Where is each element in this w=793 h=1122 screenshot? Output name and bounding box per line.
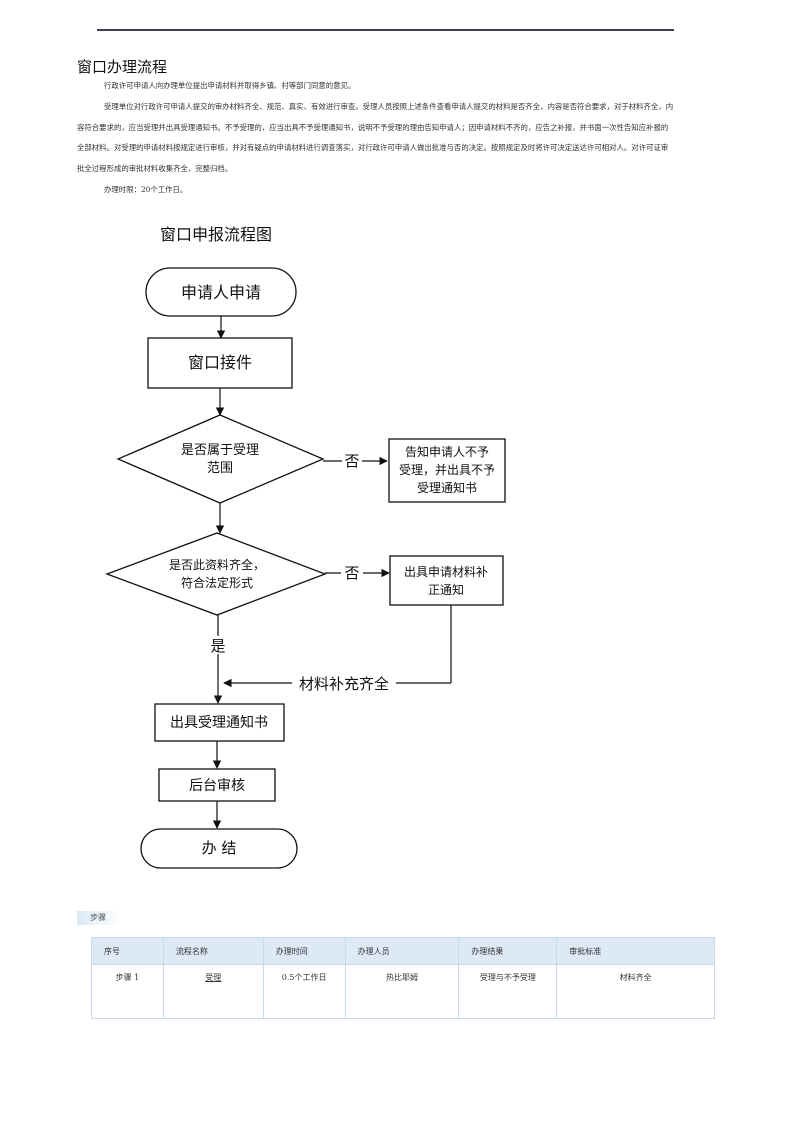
top-rule: [97, 29, 674, 31]
receive-box: [147, 337, 293, 389]
table-row: 步骤 1 受理 0.5个工作日 热比耶姆 受理与不予受理 材料齐全: [91, 964, 715, 1019]
supplement-done-label: 材料补充齐全: [299, 675, 389, 693]
header-staff: 办理人员: [344, 937, 460, 965]
steps-table: 序号 流程名称 办理时间 办理人员 办理结果 审批标准 步骤 1 受理 0.5个…: [91, 937, 715, 1019]
reject-notice-box: [388, 438, 506, 503]
supplement-label-line1: 出具申请材料补: [404, 565, 488, 579]
supplement-label-line2: 正通知: [428, 583, 464, 597]
end-terminator: [140, 828, 298, 869]
no2-label-bg: [341, 563, 363, 581]
cell-standard: 材料齐全: [556, 964, 715, 1019]
decision1-label-line1: 是否属于受理: [181, 443, 259, 458]
yes-label-bg: [208, 636, 228, 654]
header-time: 办理时间: [262, 937, 346, 965]
flowchart: 窗口申报流程图 申请人申请 窗口接件 是否属于受理 范围 否 告知申请人不予 受…: [105, 225, 506, 869]
header-process-name: 流程名称: [162, 937, 264, 965]
header-standard: 审批标准: [556, 937, 715, 965]
cell-time: 0.5个工作日: [262, 964, 346, 1019]
section-title: 窗口办理流程: [77, 58, 168, 76]
receive-label: 窗口接件: [188, 353, 252, 372]
paragraph-application: 行政许可申请人向办理单位提出申请材料并取得乡镇、村等部门同意的意见。: [104, 81, 356, 90]
decision2-label-line2: 符合法定形式: [181, 575, 253, 590]
supplement-done-label-bg: [292, 673, 396, 693]
table-header-row: 序号 流程名称 办理时间 办理人员 办理结果 审批标准: [91, 937, 715, 965]
steps-label: 步骤: [77, 911, 122, 925]
yes-label: 是: [210, 637, 225, 655]
decision2-label-line1: 是否此资料齐全，: [169, 557, 265, 572]
paragraph-time-limit: 办理时限：20个工作日。: [104, 185, 188, 194]
paragraph-review: 受理单位对行政许可申请人提交的审办材料齐全、规范、真实、有效进行审查。受理人员按…: [77, 102, 674, 173]
backend-review-box: [158, 768, 276, 802]
process-name-link[interactable]: 受理: [205, 973, 222, 982]
reject-label-line1: 告知申请人不予: [405, 445, 489, 459]
no1-label-bg: [342, 451, 362, 469]
no1-label: 否: [344, 452, 359, 470]
start-label: 申请人申请: [181, 283, 261, 302]
header-index: 序号: [91, 937, 164, 965]
decision2-diamond: [105, 532, 327, 616]
reject-label-line3: 受理通知书: [417, 481, 477, 495]
reject-label-line2: 受理，并出具不予: [399, 463, 495, 477]
no2-label: 否: [344, 564, 359, 582]
supplement-notice-box: [389, 555, 504, 606]
decision1-label-line2: 范围: [207, 461, 233, 476]
end-label: 办 结: [202, 839, 237, 857]
accept-notice-box: [154, 703, 285, 742]
cell-index: 步骤 1: [91, 964, 164, 1019]
cell-staff: 热比耶姆: [344, 964, 460, 1019]
cell-process-name[interactable]: 受理: [162, 964, 264, 1019]
header-result: 办理结果: [458, 937, 558, 965]
backend-review-label: 后台审核: [189, 778, 245, 794]
cell-result: 受理与不予受理: [458, 964, 558, 1019]
flowchart-title: 窗口申报流程图: [160, 225, 272, 244]
decision1-diamond: [116, 414, 325, 504]
accept-notice-label: 出具受理通知书: [170, 714, 268, 731]
